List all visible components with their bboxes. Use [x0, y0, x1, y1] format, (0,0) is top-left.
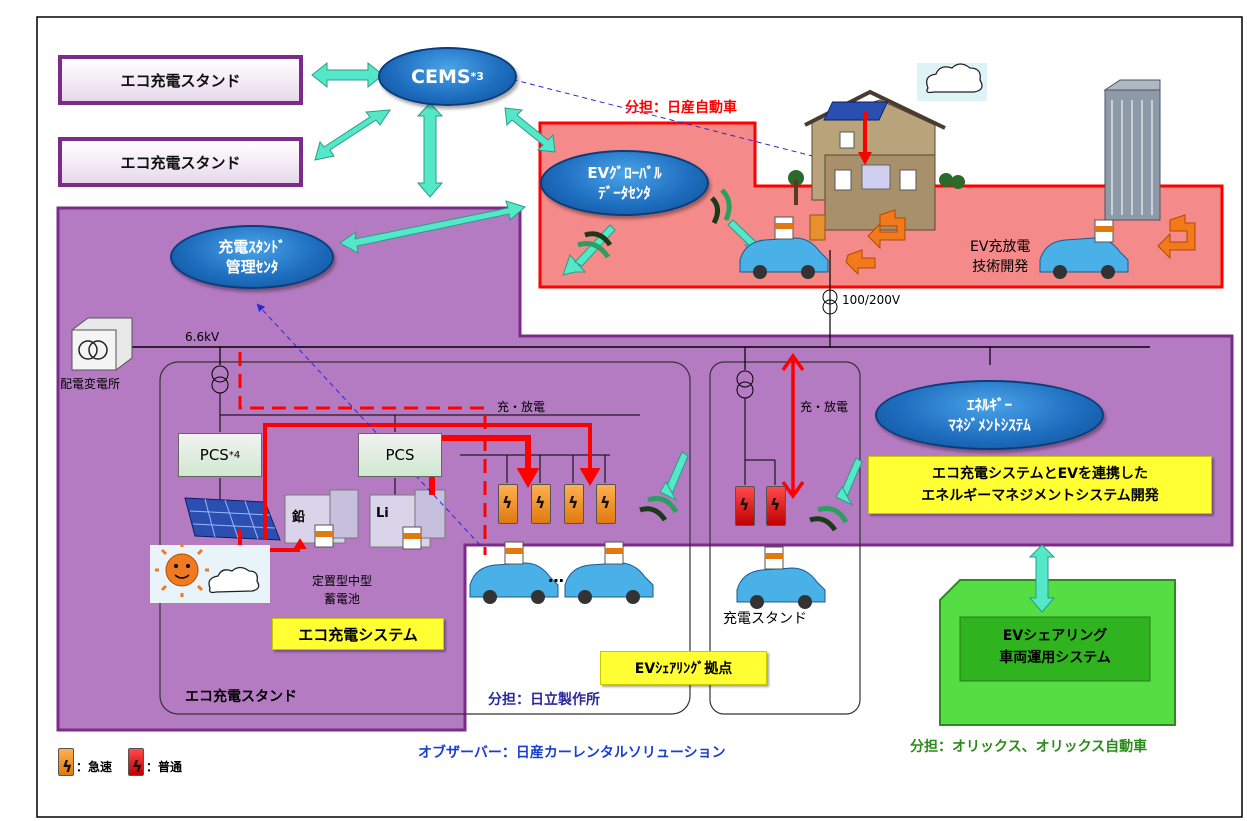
ev-global-data-center: EVｸﾞﾛｰﾊﾞﾙ ﾃﾞｰﾀｾﾝﾀ [540, 150, 709, 216]
stationary-battery-label: 定置型中型 蓄電池 [312, 572, 372, 608]
ev-tech-label: EV充放電 技術開発 [970, 237, 1030, 277]
substation-icon [71, 317, 133, 371]
ev-sharing-ops-label: EVシェアリング 車両運用システム [975, 625, 1135, 669]
ev-tech-line2: 技術開発 [972, 259, 1029, 275]
legend-fast-icon [58, 748, 74, 776]
fast-charger-1 [498, 484, 518, 524]
ev-sharing-ops-line1: EVシェアリング [1002, 628, 1108, 644]
voltage-6-6kv-label: 6.6kV [185, 330, 220, 344]
ev-global-line1: EVｸﾞﾛｰﾊﾞﾙ [587, 164, 662, 182]
legend-fast-label: ：急速 [76, 760, 113, 774]
dev-note-line2: エネルギーマネジメントシステム開発 [921, 488, 1159, 504]
eco-charge-system-box: エコ充電システム [272, 618, 444, 650]
cems-ellipse: CEMS*3 [378, 47, 517, 106]
signal-arcs [577, 188, 849, 532]
cloud-icon [917, 63, 987, 101]
hitachi-share-label: 分担：日立製作所 [488, 692, 600, 708]
ev-global-line2: ﾃﾞｰﾀｾﾝﾀ [598, 184, 651, 202]
pcs-box: PCS [358, 433, 442, 477]
charge-stand-label: 充電スタンド [723, 611, 807, 627]
pcs-label: PCS [385, 446, 415, 464]
charge-mgmt-line2: 管理ｾﾝﾀ [225, 258, 279, 276]
energy-mgmt-line1: ｴﾈﾙｷﾞｰ [966, 396, 1012, 414]
car-icons [314, 216, 1129, 609]
ev-tech-line1: EV充放電 [970, 239, 1031, 255]
charge-discharge-label-2: 充・放電 [800, 400, 849, 414]
eco-stand-box [159, 361, 691, 715]
red-dashed-flow [238, 352, 487, 555]
teal-arrows [311, 61, 1056, 613]
ev-sharing-base-box: EVｼｪｱﾘﾝｸﾞ拠点 [600, 651, 767, 685]
fast-charger-2 [531, 484, 551, 524]
ev-sharing-ops-line2: 車両運用システム [999, 650, 1111, 666]
blue-dashed-cems [494, 74, 830, 163]
pcs4-label: PCS [199, 446, 229, 464]
transformer-100v [822, 289, 838, 315]
pcs4-box: PCS*4 [178, 433, 262, 477]
charge-mgmt-center: 充電ｽﾀﾝﾄﾞ 管理ｾﾝﾀ [170, 225, 334, 289]
purple-zone [56, 206, 1234, 732]
normal-charger-1 [735, 486, 755, 526]
stationary-battery-line1: 定置型中型 [312, 574, 373, 588]
sun-icon [150, 543, 270, 603]
nissan-share-label: 分担：日産自動車 [625, 100, 737, 116]
fast-charger-4 [596, 484, 616, 524]
charge-discharge-label-1: 充・放電 [497, 400, 546, 414]
battery-pb-label: 鉛 [292, 510, 306, 525]
tower-building [1103, 79, 1161, 221]
ev-sharing-ops-inner [959, 616, 1151, 682]
legend-normal-icon [128, 748, 144, 776]
solar-panel [184, 497, 281, 541]
energy-mgmt-line2: ﾏﾈｼﾞﾒﾝﾄｼｽﾃﾑ [948, 416, 1031, 434]
dev-note-box: エコ充電システムとEVを連携した エネルギーマネジメントシステム開発 [868, 456, 1212, 514]
legend-normal-label: ：普通 [146, 760, 183, 774]
energy-mgmt-system: ｴﾈﾙｷﾞｰ ﾏﾈｼﾞﾒﾝﾄｼｽﾃﾑ [875, 380, 1104, 450]
charge-stand-box [709, 361, 861, 715]
pcs4-sup: *4 [228, 449, 241, 461]
li-battery [369, 489, 446, 548]
orange-arrows [845, 209, 1196, 276]
cems-sup: *3 [470, 70, 484, 83]
ellipsis-label: … [548, 567, 564, 586]
dev-note-line1: エコ充電システムとEVを連携した [932, 466, 1148, 482]
orix-share-label: 分担：オリックス、オリックス自動車 [910, 739, 1148, 755]
blue-dashed-mgmt [256, 303, 481, 546]
eco-charge-stand-top-1: エコ充電スタンド [58, 55, 303, 105]
stand-label: エコ充電スタンド [120, 153, 241, 172]
fast-charger-3 [564, 484, 584, 524]
observer-label: オブザーバー：日産カーレンタルソリューション [418, 745, 726, 761]
normal-charger-2 [766, 486, 786, 526]
battery-li-label: Li [376, 506, 389, 521]
charge-mgmt-line1: 充電ｽﾀﾝﾄﾞ [218, 238, 286, 256]
stand-label: エコ充電スタンド [120, 71, 241, 90]
voltage-100-200-label: 100/200V [842, 293, 901, 307]
substation-label: 配電変電所 [60, 377, 121, 391]
cems-label: CEMS [411, 65, 471, 88]
eco-charge-stand-label: エコ充電スタンド [185, 689, 297, 705]
eco-charge-stand-top-2: エコ充電スタンド [58, 137, 303, 187]
stationary-battery-line2: 蓄電池 [324, 592, 361, 606]
